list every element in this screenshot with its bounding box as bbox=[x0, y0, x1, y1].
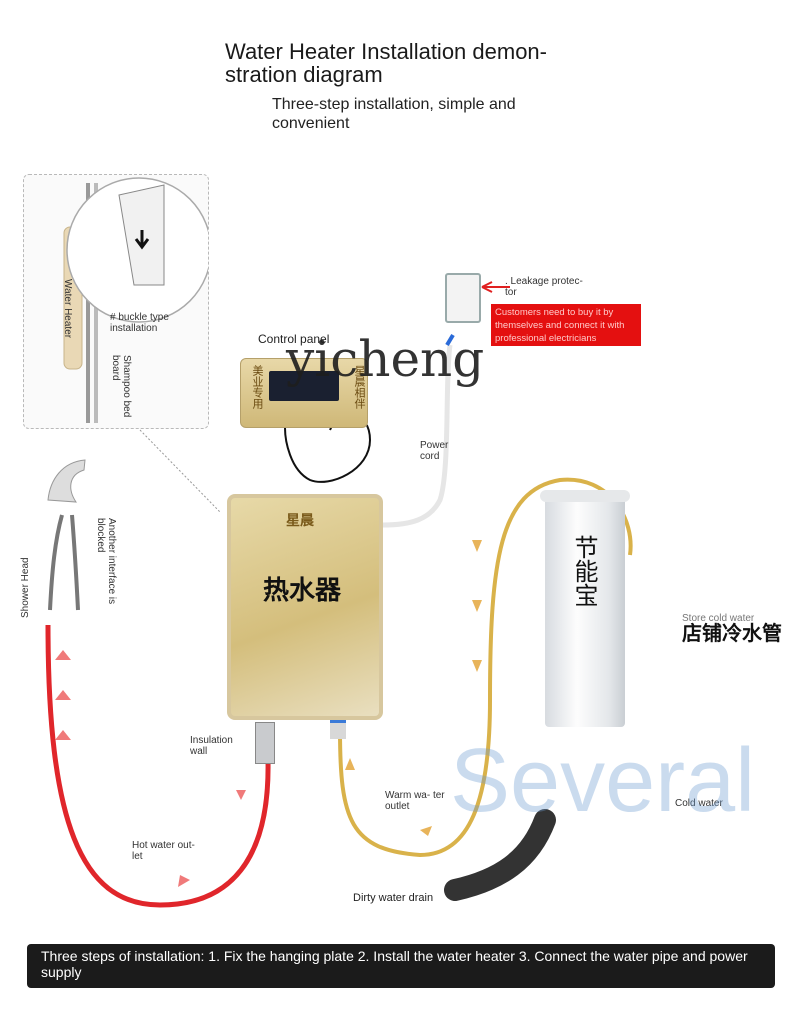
warm-water-outlet-label: Warm wa- ter outlet bbox=[385, 790, 445, 812]
hot-arrow-icon-1 bbox=[55, 650, 71, 660]
panel-screen bbox=[269, 371, 339, 401]
hot-arrow-icon-5 bbox=[178, 875, 190, 887]
leakage-protector-label: . Leakage protec- tor bbox=[505, 276, 583, 298]
inset-shampoo-bed-label: Shampoo bed board bbox=[110, 355, 132, 418]
warm-arrow-icon-4 bbox=[345, 758, 355, 770]
another-interface-label: Another interface is blocked bbox=[95, 518, 117, 605]
power-cord bbox=[382, 344, 453, 528]
cold-water-label: Cold water bbox=[675, 798, 723, 809]
diagram-title: Water Heater Installation demon-stration… bbox=[225, 39, 547, 87]
pipe-text: 节能宝 bbox=[570, 535, 598, 607]
diagram-subtitle: Three-step installation, simple and conv… bbox=[272, 96, 516, 132]
pipe-cap bbox=[540, 490, 630, 502]
bottom-caption: Three steps of installation: 1. Fix the … bbox=[27, 944, 775, 988]
hot-water-hose bbox=[45, 624, 271, 908]
watermark-yicheng: yicheng bbox=[286, 330, 485, 388]
watermark-several: Several bbox=[450, 731, 756, 831]
hot-water-outlet-label: Hot water out- let bbox=[132, 840, 195, 862]
warm-outlet-fitting bbox=[330, 720, 346, 739]
warm-water-hose bbox=[338, 477, 633, 858]
control-panel-device: 美业专用 星晨相伴 bbox=[240, 358, 368, 428]
store-cold-water-label-cn: 店铺冷水管 bbox=[682, 621, 782, 645]
buckle-installation-inset: Water Heater # buckle type installation … bbox=[23, 174, 209, 429]
inset-pointer-line bbox=[139, 429, 221, 513]
leakage-protector-device bbox=[445, 273, 481, 323]
panel-right-text: 星晨相伴 bbox=[353, 365, 366, 409]
warm-arrow-icon-2 bbox=[472, 600, 482, 612]
heater-brand: 星晨 bbox=[286, 513, 314, 529]
down-arrow-icon bbox=[134, 230, 150, 250]
power-cord-plug bbox=[445, 333, 455, 347]
control-panel-label: Control panel bbox=[258, 332, 330, 346]
customers-note: Customers need to buy it by themselves a… bbox=[491, 304, 641, 346]
panel-left-text: 美业专用 bbox=[251, 365, 264, 409]
shower-head-icon bbox=[47, 459, 86, 503]
power-cord-label: Power cord bbox=[420, 440, 449, 462]
warm-arrow-icon-3 bbox=[472, 660, 482, 672]
hot-arrow-icon-4 bbox=[236, 790, 246, 800]
drain-hose bbox=[444, 809, 556, 901]
hot-arrow-icon-3 bbox=[55, 730, 71, 740]
hot-arrow-icon-2 bbox=[55, 690, 71, 700]
insulation-wall-label: Insulation wall bbox=[190, 735, 233, 757]
energy-saver-pipe: 节能宝 bbox=[545, 497, 625, 727]
hot-outlet-fitting bbox=[255, 722, 275, 764]
dirty-water-drain-label: Dirty water drain bbox=[353, 892, 434, 904]
shower-hose bbox=[48, 514, 80, 611]
inset-rail-left bbox=[86, 183, 90, 423]
heater-main-text: 热水器 bbox=[263, 576, 342, 606]
warm-arrow-icon-1 bbox=[472, 540, 482, 552]
shower-head-label: Shower Head bbox=[20, 557, 31, 618]
inset-water-heater-label: Water Heater bbox=[62, 279, 73, 339]
inset-drawing bbox=[63, 177, 208, 423]
inset-buckle-label: # buckle type installation bbox=[110, 312, 169, 334]
store-cold-water-label-en: Store cold water bbox=[682, 613, 755, 624]
water-heater-device: 星晨 热水器 bbox=[227, 494, 383, 720]
warm-arrow-icon-5 bbox=[420, 826, 432, 836]
leakage-arrow-icon bbox=[481, 281, 510, 293]
